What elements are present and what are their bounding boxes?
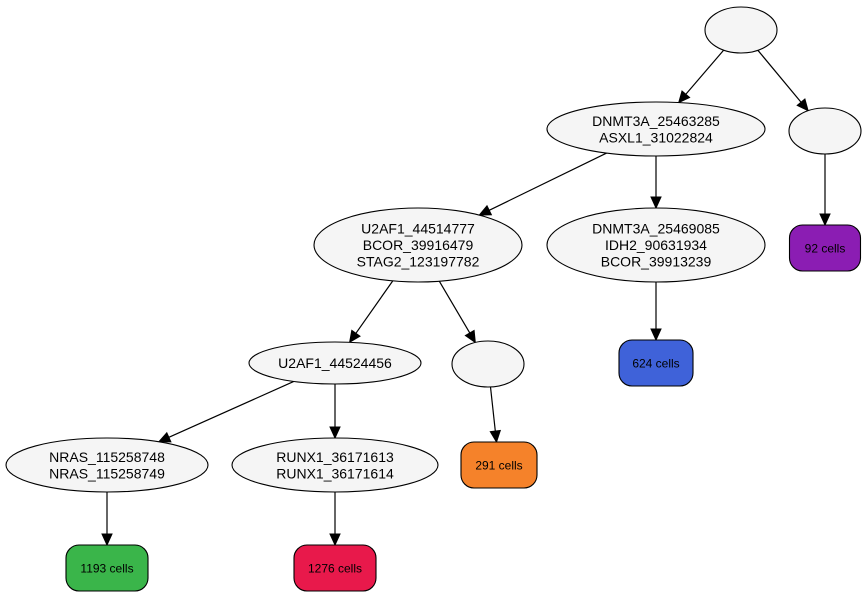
arrowhead-icon	[329, 533, 341, 547]
leaf-box	[618, 339, 694, 387]
node-mutation-label: BCOR_39916479	[363, 237, 474, 253]
edge-n1-n3	[478, 152, 607, 216]
arrowhead-icon	[101, 533, 113, 547]
leaf-l624[interactable]: 624 cells	[618, 339, 694, 387]
leaf-cell-count-label: 291 cells	[475, 459, 522, 473]
arrowhead-icon	[464, 329, 476, 344]
leaf-cell-count-label: 1276 cells	[308, 562, 362, 576]
node-ellipse	[313, 207, 523, 283]
node-ellipse	[231, 437, 439, 493]
arrowhead-icon	[348, 329, 361, 344]
edge-n6-l291	[489, 386, 502, 444]
tree-node-n5[interactable]: U2AF1_44524456	[248, 341, 422, 385]
node-mutation-label: NRAS_115258749	[49, 465, 165, 481]
edge-n1-n4	[650, 156, 662, 210]
arrowhead-icon	[157, 431, 172, 443]
nodes-layer: DNMT3A_25463285ASXL1_31022824U2AF1_44514…	[5, 6, 862, 592]
node-ellipse	[546, 207, 766, 283]
tree-node-n3[interactable]: U2AF1_44514777BCOR_39916479STAG2_1231977…	[313, 207, 523, 283]
node-ellipse	[451, 340, 525, 388]
leaf-l1276[interactable]: 1276 cells	[293, 544, 377, 592]
node-mutation-label: ASXL1_31022824	[599, 129, 713, 145]
node-ellipse	[546, 101, 766, 157]
edge-line	[355, 280, 394, 334]
tree-node-n2[interactable]	[788, 107, 862, 155]
edge-n4-l624	[650, 282, 662, 342]
arrowhead-icon	[677, 90, 691, 104]
node-mutation-label: U2AF1_44524456	[278, 355, 392, 371]
edge-line	[438, 280, 471, 334]
edge-n5-n8	[329, 384, 341, 440]
edge-root-n1	[677, 49, 725, 104]
leaf-box	[65, 544, 149, 592]
node-ellipse	[704, 6, 778, 54]
tree-node-n6[interactable]	[451, 340, 525, 388]
edge-line	[168, 380, 295, 438]
arrowhead-icon	[796, 98, 809, 112]
node-mutation-label: IDH2_90631934	[605, 237, 707, 253]
node-mutation-label: DNMT3A_25463285	[592, 113, 720, 129]
edge-n3-n5	[348, 280, 394, 344]
edges-layer	[101, 49, 831, 547]
arrowhead-icon	[650, 196, 662, 210]
leaf-box	[788, 224, 862, 272]
arrowhead-icon	[650, 328, 662, 342]
tree-node-root[interactable]	[704, 6, 778, 54]
edge-n8-l1276	[329, 492, 341, 547]
arrowhead-icon	[329, 426, 341, 440]
arrowhead-icon	[478, 204, 493, 216]
leaf-cell-count-label: 1193 cells	[80, 562, 133, 576]
edge-n7-l1193	[101, 492, 113, 547]
node-ellipse	[248, 341, 422, 385]
arrowhead-icon	[489, 429, 502, 444]
node-mutation-label: BCOR_39913239	[601, 254, 712, 270]
leaf-cell-count-label: 92 cells	[805, 242, 846, 256]
leaf-box	[293, 544, 377, 592]
node-ellipse	[5, 437, 209, 493]
edge-n2-l92	[819, 154, 831, 227]
leaf-l291[interactable]: 291 cells	[460, 441, 538, 489]
node-mutation-label: RUNX1_36171613	[276, 449, 394, 465]
node-mutation-label: U2AF1_44514777	[361, 221, 475, 237]
edge-line	[685, 49, 725, 95]
node-mutation-label: DNMT3A_25469085	[592, 221, 720, 237]
node-mutation-label: NRAS_115258748	[49, 449, 165, 465]
edge-line	[757, 49, 802, 103]
edge-n3-n6	[438, 280, 476, 344]
node-mutation-label: STAG2_123197782	[357, 254, 480, 270]
leaf-box	[460, 441, 538, 489]
edge-root-n2	[757, 49, 809, 112]
arrowhead-icon	[819, 213, 831, 227]
leaf-l1193[interactable]: 1193 cells	[65, 544, 149, 592]
node-mutation-label: RUNX1_36171614	[276, 465, 394, 481]
leaf-l92[interactable]: 92 cells	[788, 224, 862, 272]
edge-line	[488, 152, 607, 211]
edge-n5-n7	[157, 380, 295, 443]
tree-node-n4[interactable]: DNMT3A_25469085IDH2_90631934BCOR_3991323…	[546, 207, 766, 283]
leaf-cell-count-label: 624 cells	[632, 357, 679, 371]
edge-line	[489, 386, 496, 432]
node-ellipse	[788, 107, 862, 155]
